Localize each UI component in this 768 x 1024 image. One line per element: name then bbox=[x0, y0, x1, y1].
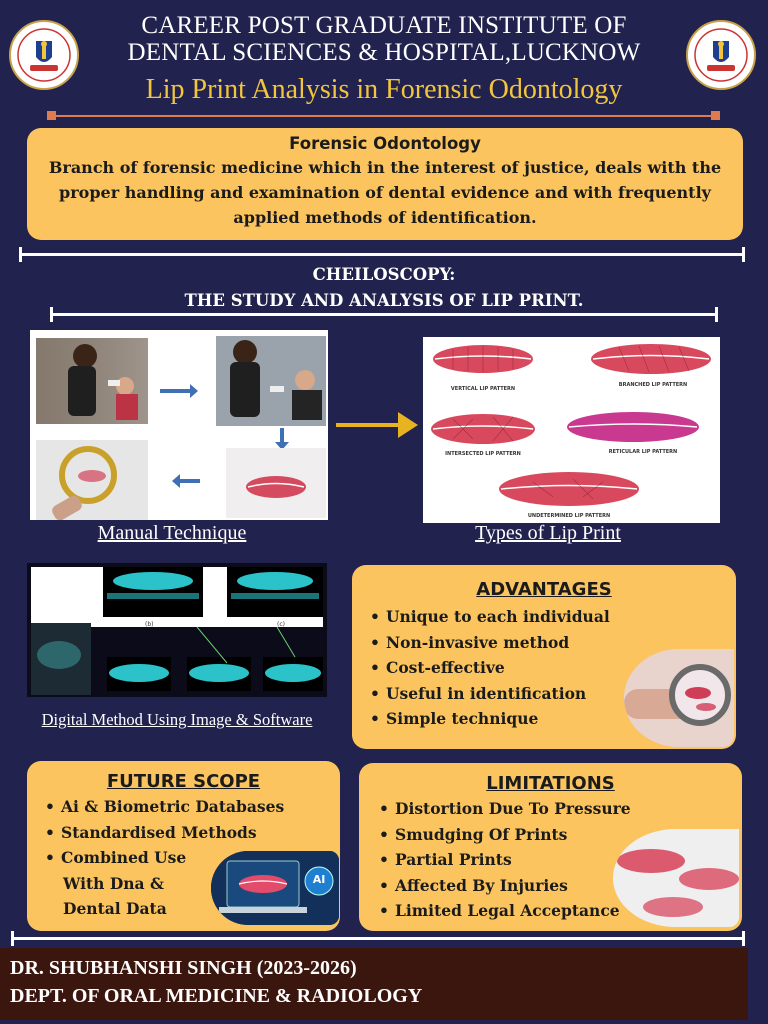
future-scope-item: With Dna & bbox=[63, 873, 164, 893]
card-heading: Forensic Odontology bbox=[289, 134, 481, 153]
lip-type-label: VERTICAL LIP PATTERN bbox=[450, 386, 516, 392]
magnifier-lip-photo bbox=[624, 649, 734, 747]
future-scope-item: Standardised Methods bbox=[43, 820, 324, 846]
limitation-item: Affected By Injuries bbox=[377, 873, 724, 899]
digital-panel-label: (b) bbox=[145, 621, 154, 628]
advantage-item: Useful in identification bbox=[368, 681, 720, 707]
institute-name-line2: DENTAL SCIENCES & HOSPITAL,LUCKNOW bbox=[127, 39, 641, 66]
advantages-heading: ADVANTAGES bbox=[476, 579, 612, 600]
arrow-right-icon bbox=[336, 408, 420, 446]
forensic-odontology-card: Forensic Odontology Branch of forensic m… bbox=[27, 128, 743, 240]
advantage-item: Non-invasive method bbox=[368, 630, 720, 656]
digital-method-caption: Digital Method Using Image & Software bbox=[41, 710, 313, 729]
limitation-item: Smudging Of Prints bbox=[377, 822, 724, 848]
lip-type-label: RETICULAR LIP PATTERN bbox=[608, 449, 678, 455]
advantage-item: Cost-effective bbox=[368, 655, 720, 681]
ai-laptop-photo: AI bbox=[211, 851, 339, 925]
lip-print-types-figure: VERTICAL LIP PATTERN BRANCHED LIP PATTER… bbox=[423, 337, 720, 523]
lip-type-label: UNDETERMINED LIP PATTERN bbox=[527, 513, 611, 519]
poster-title: Lip Print Analysis in Forensic Odontolog… bbox=[145, 74, 623, 105]
department-name: DEPT. OF ORAL MEDICINE & RADIOLOGY bbox=[10, 985, 423, 1007]
limitations-heading: LIMITATIONS bbox=[486, 773, 615, 794]
crest-icon bbox=[694, 28, 748, 82]
future-scope-item: Combined Use bbox=[43, 845, 324, 871]
institute-logo-left bbox=[9, 20, 79, 90]
author-footer: DR. SHUBHANSHI SINGH (2023-2026) DEPT. O… bbox=[0, 948, 748, 1020]
cheiloscopy-divider bbox=[50, 307, 718, 322]
advantage-item: Unique to each individual bbox=[368, 604, 720, 630]
limitation-item: Distortion Due To Pressure bbox=[377, 796, 724, 822]
future-scope-heading: FUTURE SCOPE bbox=[106, 771, 261, 792]
cheiloscopy-line2: THE STUDY AND ANALYSIS OF LIP PRINT. bbox=[184, 291, 584, 310]
section-divider bbox=[19, 247, 745, 262]
advantages-card: ADVANTAGES Unique to each individual Non… bbox=[352, 565, 736, 749]
digital-method-figure: (b) (c) bbox=[27, 563, 327, 697]
future-scope-item: Ai & Biometric Databases bbox=[43, 794, 324, 820]
limitation-item: Limited Legal Acceptance bbox=[377, 898, 724, 924]
ai-badge: AI bbox=[312, 873, 326, 886]
title-divider bbox=[47, 111, 720, 120]
footer-divider bbox=[11, 931, 745, 946]
cheiloscopy-line1: CHEILOSCOPY: bbox=[312, 265, 456, 284]
limitations-card: LIMITATIONS Distortion Due To Pressure S… bbox=[359, 763, 742, 931]
lip-type-label: BRANCHED LIP PATTERN bbox=[618, 382, 688, 388]
future-scope-item: Dental Data bbox=[63, 899, 167, 918]
advantage-item: Simple technique bbox=[368, 706, 720, 732]
card-text: Branch of forensic medicine which in the… bbox=[48, 158, 722, 227]
limitation-item: Partial Prints bbox=[377, 847, 724, 873]
crest-icon bbox=[17, 28, 71, 82]
digital-panel-label: (c) bbox=[277, 621, 285, 628]
lip-types-caption: Types of Lip Print bbox=[475, 522, 621, 544]
lip-print-photo bbox=[613, 829, 739, 927]
author-name: DR. SHUBHANSHI SINGH (2023-2026) bbox=[10, 957, 357, 979]
manual-technique-caption: Manual Technique bbox=[97, 522, 247, 544]
institute-name-line1: CAREER POST GRADUATE INSTITUTE OF bbox=[141, 12, 627, 39]
future-scope-card: FUTURE SCOPE Ai & Biometric Databases St… bbox=[27, 761, 340, 931]
institute-logo-right bbox=[686, 20, 756, 90]
lip-type-label: INTERSECTED LIP PATTERN bbox=[445, 451, 521, 457]
manual-technique-figure bbox=[30, 330, 328, 520]
cheiloscopy-heading: CHEILOSCOPY: THE STUDY AND ANALYSIS OF L… bbox=[0, 262, 768, 314]
